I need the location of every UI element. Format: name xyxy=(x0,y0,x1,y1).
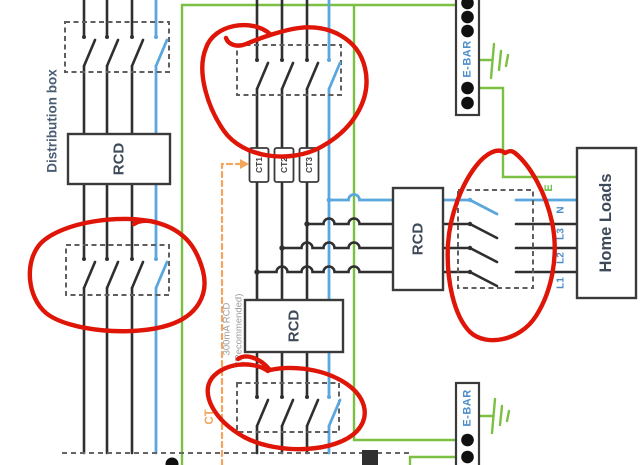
text-labels: Distribution box 300mA RCD (Recommended)… xyxy=(45,69,567,425)
cutoff-terminal-dot xyxy=(165,457,179,465)
ct-arrowhead xyxy=(240,159,249,169)
ebar-bottom-label: E-BAR xyxy=(462,389,474,426)
earth-symbol-top xyxy=(489,42,510,80)
l2-conductor-label: L2 xyxy=(556,252,567,264)
earth-distribution-wires xyxy=(477,58,579,418)
l3-conductor-label: L3 xyxy=(556,228,567,240)
ct3-label: CT3 xyxy=(304,157,314,173)
breaker-group-center-bottom xyxy=(236,382,342,433)
cutoff-terminal-block xyxy=(362,450,378,465)
distribution-box-label: Distribution box xyxy=(45,69,60,173)
bottom-earth-feed xyxy=(408,455,458,465)
rcd-300ma: RCD xyxy=(243,298,345,354)
center-earth-wire xyxy=(352,3,458,442)
ct-line-label: CT xyxy=(204,409,216,424)
ebar-bottom: E-BAR xyxy=(454,381,481,465)
ebar-top: E-BAR xyxy=(454,0,481,117)
l1-conductor-label: L1 xyxy=(556,277,567,289)
ct-coils: CT1 CT2 CT3 xyxy=(248,147,320,183)
rcd-300ma-note-line2: (Recommended) xyxy=(234,294,245,365)
ct2-label: CT2 xyxy=(279,157,289,173)
red-circle-right xyxy=(445,148,557,343)
breaker-group-distribution-top xyxy=(64,21,170,73)
red-annotations xyxy=(27,22,557,452)
rcd-home-label: RCD xyxy=(410,223,427,256)
rcd-300ma-note-line1: 300mA RCD xyxy=(222,302,233,355)
ct-sense-line xyxy=(220,159,249,465)
neutral-branch xyxy=(327,193,472,202)
ebar-top-label: E-BAR xyxy=(462,40,474,77)
earth-conductor-label: E xyxy=(543,184,555,191)
rcd-300ma-label: RCD xyxy=(286,310,303,343)
bottom-boundary xyxy=(62,450,412,465)
home-loads-label: Home Loads xyxy=(597,173,615,272)
earth-to-home-loads xyxy=(477,86,579,179)
branch-wires-to-home-loads xyxy=(254,193,579,275)
rcd-main-label: RCD xyxy=(111,143,128,176)
home-loads-box: Home Loads xyxy=(575,146,638,300)
rcd-home: RCD xyxy=(391,186,445,292)
rcd-main: RCD xyxy=(66,132,172,186)
neutral-conductor-label: N xyxy=(556,206,567,213)
breaker-group-center-top xyxy=(236,44,342,96)
breaker-group-home-loads xyxy=(457,189,534,289)
red-circle-center-top xyxy=(200,22,369,159)
breaker-group-distribution-lower xyxy=(65,244,170,296)
ct1-label: CT1 xyxy=(254,157,264,173)
left-earth-wire xyxy=(180,3,458,465)
earth-symbol-bottom xyxy=(490,397,511,435)
red-circle-left xyxy=(27,216,207,334)
red-circle-center-bottom xyxy=(205,354,367,452)
